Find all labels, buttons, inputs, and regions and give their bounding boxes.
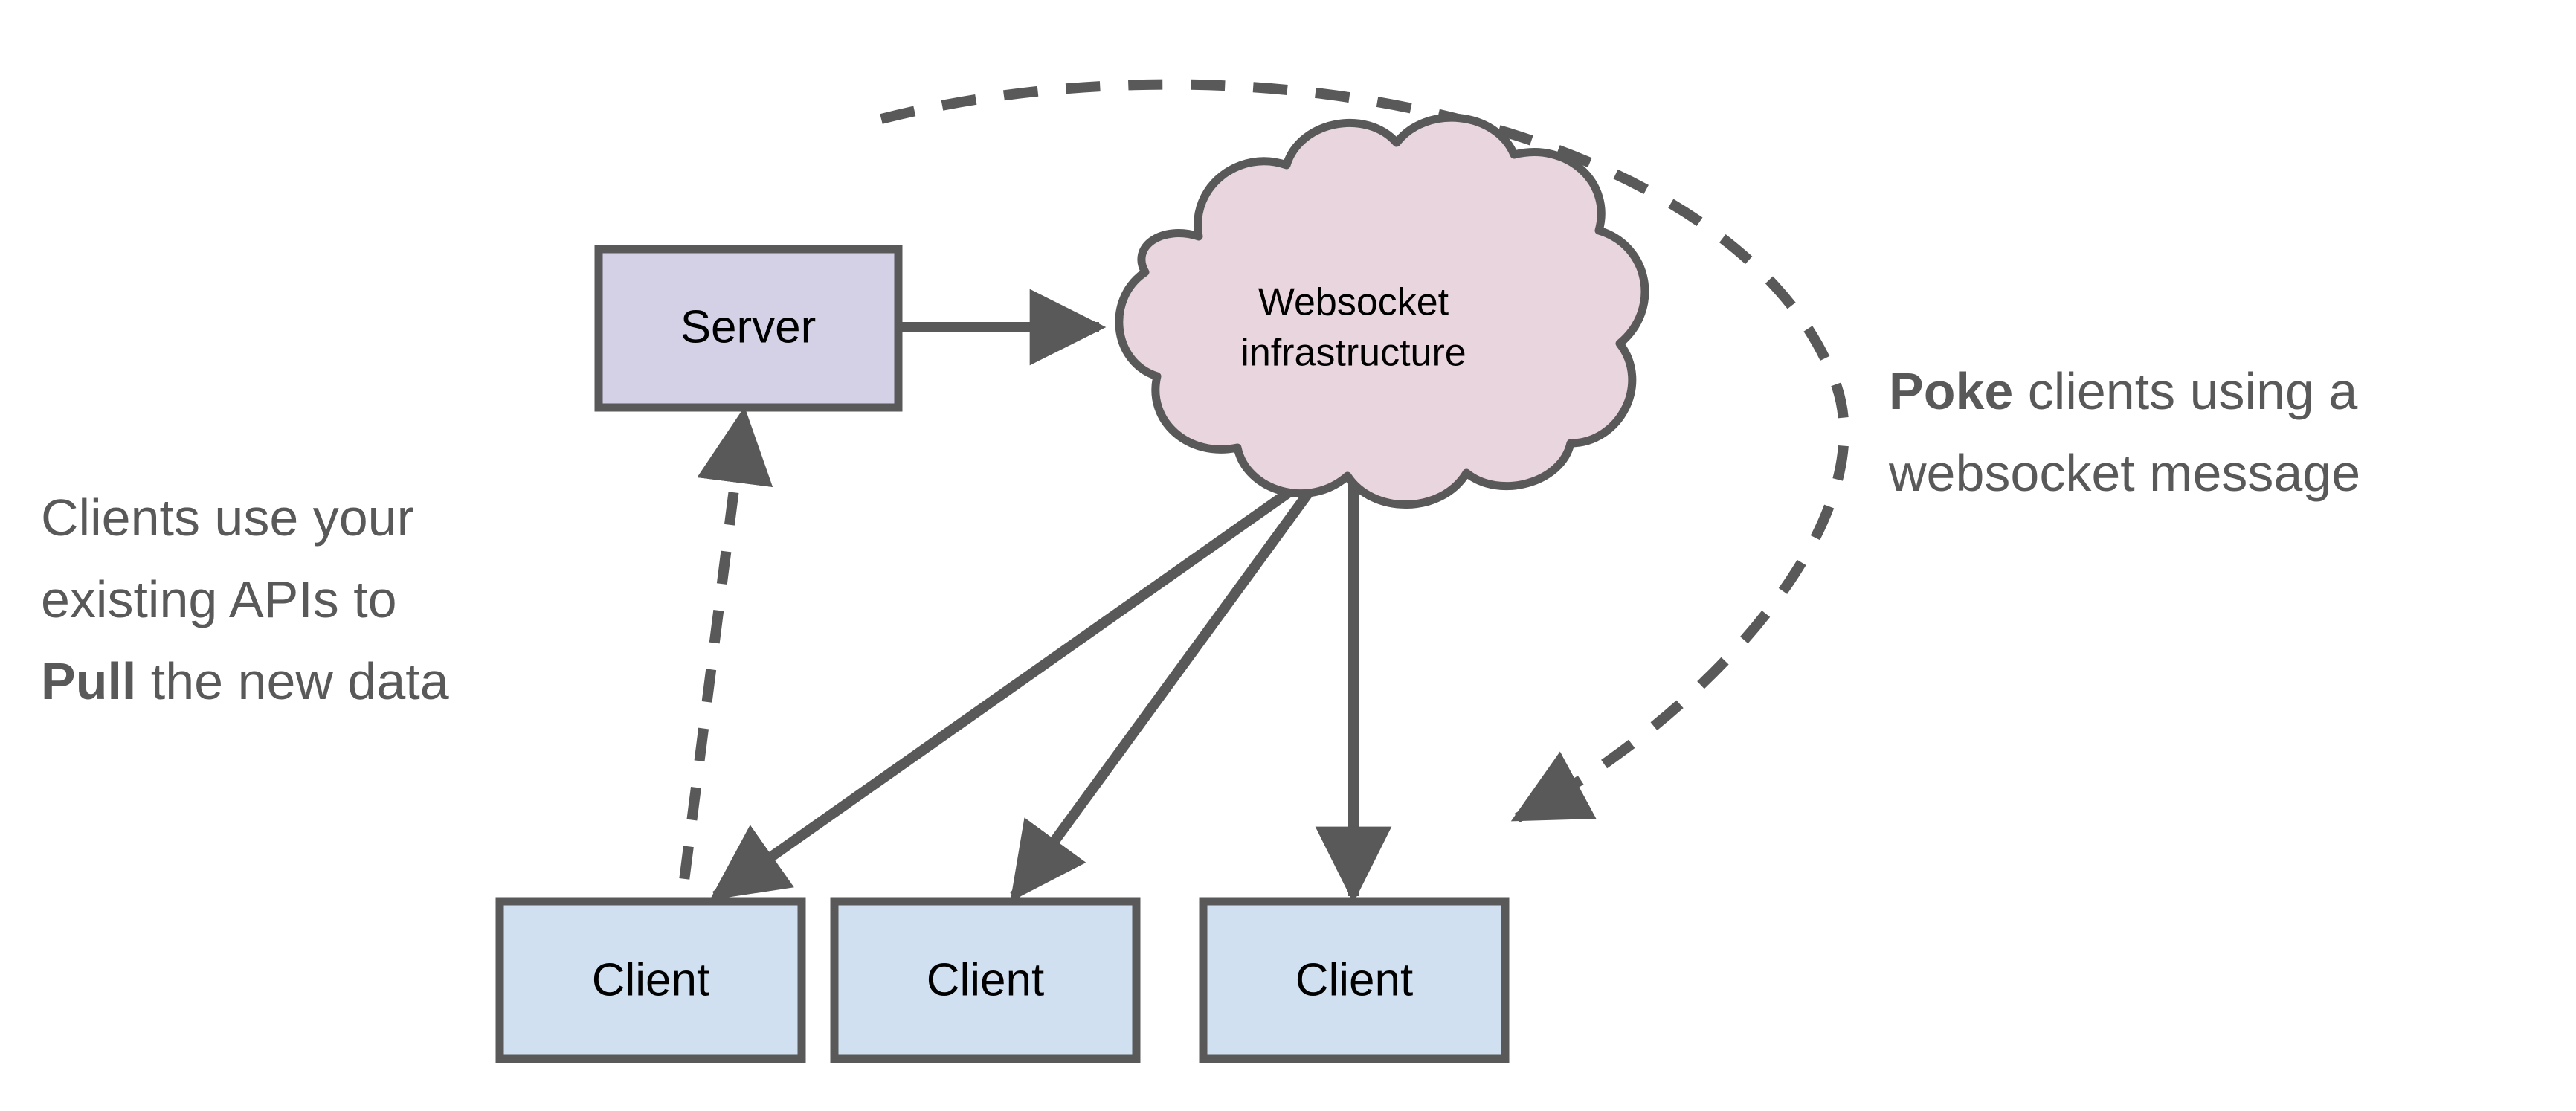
node-server[interactable]: Server <box>594 245 903 412</box>
node-client-1[interactable]: Client <box>495 897 806 1063</box>
annotation-pull: Clients use your existing APIs to Pull t… <box>41 489 449 710</box>
pull-annotation-emph: Pull <box>41 652 136 710</box>
client2-box-shape <box>830 897 1141 1063</box>
poke-annotation-line1: Poke clients using a <box>1889 362 2357 420</box>
server-box-shape <box>594 245 903 412</box>
poke-annotation-line2: websocket message <box>1888 444 2360 502</box>
node-client-3[interactable]: Client <box>1199 897 1510 1063</box>
node-websocket-cloud[interactable]: Websocket infrastructure <box>1115 113 1649 509</box>
poke-annotation-emph: Poke <box>1889 362 2013 420</box>
websocket-cloud-shape <box>1115 113 1649 509</box>
node-client-2[interactable]: Client <box>830 897 1141 1063</box>
client2-box-label: Client <box>927 954 1045 1005</box>
pull-annotation-line1: Clients use your <box>41 489 414 547</box>
server-box-label: Server <box>680 301 817 352</box>
edge-client1-to-server <box>657 406 773 1057</box>
annotation-poke: Poke clients using a websocket message <box>1888 362 2360 502</box>
client3-box-shape <box>1199 897 1510 1063</box>
websocket-cloud-label-line1: Websocket <box>1258 281 1449 324</box>
edge-websocket-to-client2 <box>1010 466 1330 902</box>
websocket-cloud-label-line2: infrastructure <box>1240 332 1466 375</box>
pull-annotation-rest: the new data <box>136 652 448 710</box>
poke-annotation-rest: clients using a <box>2013 362 2357 420</box>
pull-annotation-line3: Pull the new data <box>41 652 449 710</box>
client1-box-label: Client <box>592 954 710 1005</box>
edge-websocket-to-client1 <box>709 466 1324 901</box>
client3-box-label: Client <box>1295 954 1414 1005</box>
edge-poke-curve <box>880 79 1849 823</box>
pull-annotation-line2: existing APIs to <box>41 570 397 628</box>
client1-box-shape <box>495 897 806 1063</box>
